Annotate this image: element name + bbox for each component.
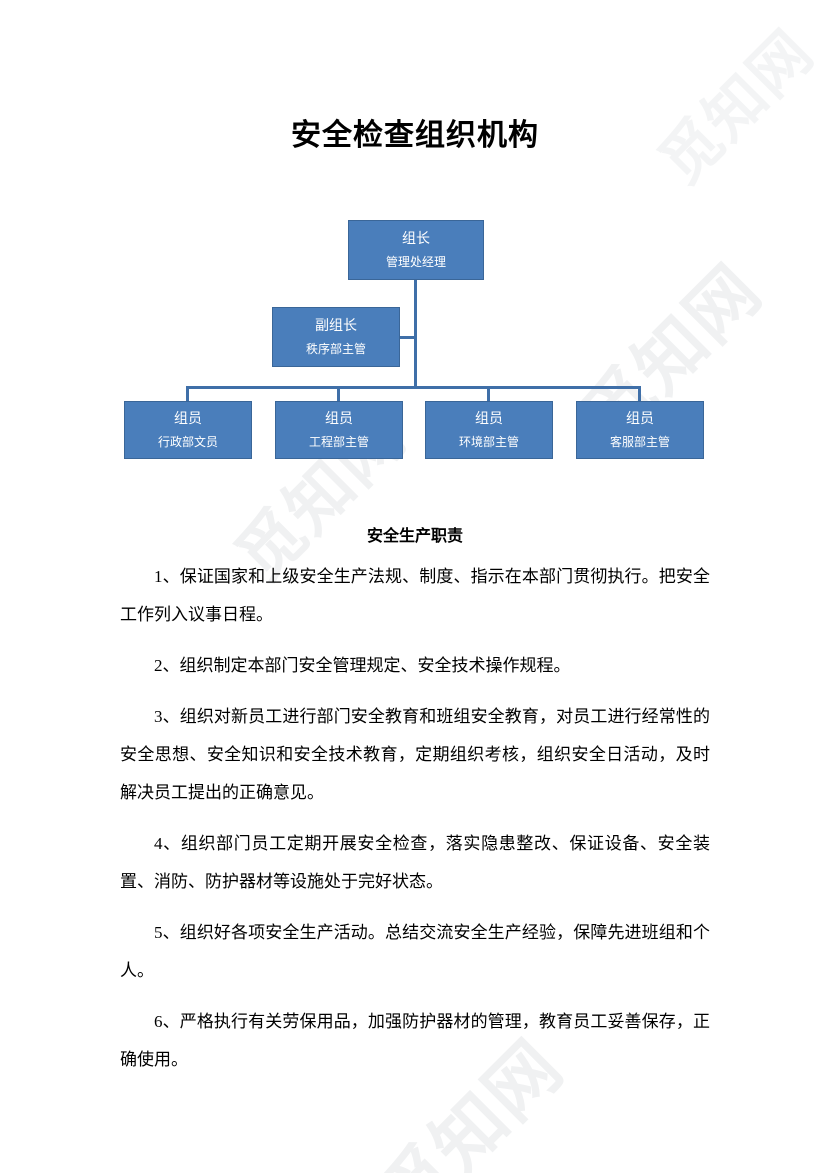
org-node-member: 组员 客服部主管 <box>576 401 704 459</box>
org-node-member: 组员 行政部文员 <box>124 401 252 459</box>
responsibility-paragraph: 5、组织好各项安全生产活动。总结交流安全生产经验，保障先进班组和个人。 <box>120 923 710 980</box>
responsibility-paragraph: 6、严格执行有关劳保用品，加强防护器材的管理，教育员工妥善保存，正确使用。 <box>120 1012 710 1069</box>
connector-drop-line <box>638 386 641 402</box>
org-node-title: 管理处经理 <box>385 254 446 269</box>
responsibilities-list: 1、保证国家和上级安全生产法规、制度、指示在本部门贯彻执行。把安全工作列入议事日… <box>120 558 710 1092</box>
org-node-member: 组员 环境部主管 <box>425 401 553 459</box>
org-node-leader: 组长 管理处经理 <box>348 220 484 280</box>
connector-trunk <box>414 280 417 386</box>
responsibility-paragraph: 3、组织对新员工进行部门安全教育和班组安全教育，对员工进行经常性的安全思想、安全… <box>120 707 710 802</box>
connector-drop-line <box>337 386 340 402</box>
connector-drop-line <box>186 386 189 402</box>
org-node-title: 秩序部主管 <box>305 341 366 356</box>
connector-assistant-stub <box>400 336 415 339</box>
org-node-role: 组员 <box>325 410 353 427</box>
page-title: 安全检查组织机构 <box>291 119 539 152</box>
org-node-role: 组员 <box>174 410 202 427</box>
org-node-role: 组员 <box>475 410 503 427</box>
responsibility-paragraph: 2、组织制定本部门安全管理规定、安全技术操作规程。 <box>154 656 571 675</box>
org-node-title: 环境部主管 <box>458 434 519 449</box>
org-node-role: 组员 <box>626 410 654 427</box>
connector-horizontal-bar <box>186 386 640 389</box>
org-chart: 组长 管理处经理 副组长 秩序部主管 组员 行政部文员 组员 工程部主管 组员 … <box>0 205 830 470</box>
org-node-title: 客服部主管 <box>609 434 670 449</box>
responsibility-paragraph: 1、保证国家和上级安全生产法规、制度、指示在本部门贯彻执行。把安全工作列入议事日… <box>120 567 710 624</box>
org-node-assistant: 副组长 秩序部主管 <box>272 307 400 367</box>
org-node-role: 组长 <box>402 230 430 247</box>
org-node-member: 组员 工程部主管 <box>275 401 403 459</box>
connector-drop-line <box>487 386 490 402</box>
org-node-role: 副组长 <box>315 317 357 334</box>
section-heading: 安全生产职责 <box>366 528 463 545</box>
org-node-title: 行政部文员 <box>157 434 218 449</box>
responsibility-paragraph: 4、组织部门员工定期开展安全检查，落实隐患整改、保证设备、安全装置、消防、防护器… <box>120 834 710 891</box>
org-node-title: 工程部主管 <box>308 434 369 449</box>
